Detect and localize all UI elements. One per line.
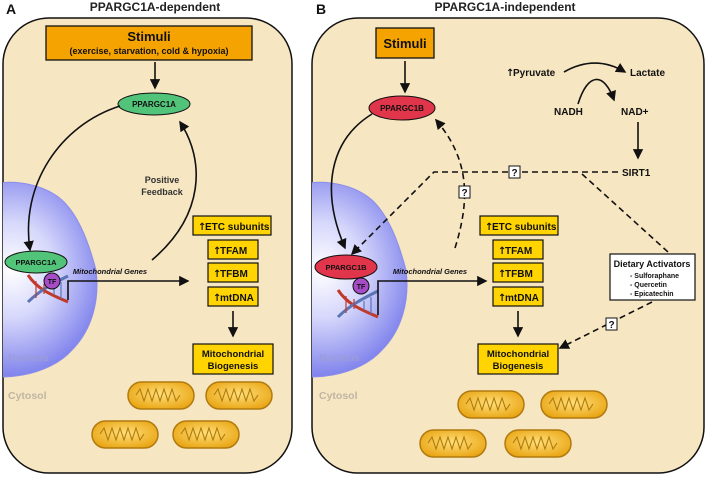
panel-b-pgc1b-nuclear-ellipse: [314, 254, 378, 280]
panel-b-genes-label: Mitochondrial Genes: [393, 267, 467, 276]
panel-b-target-tfbm: TFBM: [505, 269, 533, 280]
panel-a-feedback-arrow: [151, 120, 197, 261]
panel-b-nucleus: [312, 181, 408, 378]
panel-a-cytosol-label: Cytosol: [8, 390, 47, 402]
panel-a-target-mtdna: mtDNA: [220, 293, 254, 304]
panel-a-stimuli-title: Stimuli: [127, 29, 170, 44]
panel-b-biogenesis-box: [477, 343, 559, 375]
panel-b-question-icon-dietary: [605, 317, 618, 331]
panel-b-arrow-nadh-nad: [577, 78, 616, 105]
panel-a-stimuli-box: [45, 25, 253, 61]
panel-b-biogenesis-line2: Biogenesis: [493, 361, 544, 372]
panel-b-target-up-icon: ↑: [498, 246, 506, 257]
panel-b-biogenesis-line1: Mitochondrial: [487, 349, 549, 360]
panel-b-question-text-dietary: ?: [608, 320, 614, 331]
panel-b-question-icon-feedback: [458, 185, 471, 199]
panel-b-arrow-pgc-to-nucleus: [330, 113, 373, 250]
panel-a-tf-circle: [43, 272, 61, 290]
panel-b-stimuli-title: Stimuli: [383, 36, 426, 51]
panel-a-arrow-pgc-to-nucleus: [23, 105, 121, 252]
panel-a-pgc1a-nuclear-ellipse: [4, 250, 68, 274]
panel-b-dietary-item: - Sulforaphane: [630, 273, 679, 280]
panel-b-pyruvate-up-icon: ↑: [506, 68, 514, 79]
panel-a-target-etc: ETC subunits: [205, 222, 270, 233]
panel-b-mitochondrion-icon: [540, 390, 608, 419]
panel-b-target-tfam: TFAM: [505, 246, 532, 257]
panel-b-dietary-box: [609, 253, 696, 301]
panel-b-question-icon-sirt1: [508, 165, 521, 179]
panel-a-tf-label: TF: [48, 279, 57, 286]
panel-a-mitochondrion-icon: [205, 381, 273, 410]
panel-a-pgc1a-ellipse: [117, 92, 191, 116]
panel-a-target-box: [207, 286, 259, 307]
panel-b-target-box: [479, 215, 559, 236]
panel-b-mitochondrion-icon: [457, 390, 525, 419]
panel-a-target-tfam: TFAM: [220, 246, 247, 257]
panel-a-biogenesis-line1: Mitochondrial: [202, 349, 264, 360]
panel-b-nadh: NADH: [554, 107, 583, 118]
panel-b-target-box: [492, 286, 544, 307]
panel-b-question-text-sirt1: ?: [511, 168, 517, 179]
panel-b-dietary-item: - Quercetin: [630, 282, 667, 289]
panel-a-mitochondrion-icon: [91, 420, 159, 449]
panel-b-pgc1b-ellipse: [368, 95, 436, 121]
panel-a-target-box: [207, 262, 259, 283]
panel-a-target-box: [192, 215, 272, 236]
panel-b-pgc1b-nuclear-label: PPARGC1B: [325, 263, 367, 272]
panel-b-target-up-icon: ↑: [498, 293, 506, 304]
panel-b-mitochondrion-icon: [504, 429, 572, 458]
panel-b-letter: B: [316, 1, 326, 17]
panel-b-target-box: [492, 262, 544, 283]
panel-a-target-up-icon: ↑: [213, 293, 221, 304]
panel-a-feedback-line1: Positive: [145, 175, 180, 185]
panel-b-dashed-sirt1-to-nucleus: [350, 171, 618, 256]
panel-b-lactate: Lactate: [630, 68, 665, 79]
panel-a-nucleus-label: Nucleus: [8, 352, 49, 364]
panel-a-target-box: [207, 239, 259, 260]
panel-a-mitochondrion-icon: [172, 420, 240, 449]
panel-b-stimuli-box: [375, 27, 435, 59]
panel-b-arrow-pyruvate-lactate: [563, 62, 627, 73]
panel-b-target-up-icon: ↑: [498, 269, 506, 280]
panel-b-nad: NAD+: [621, 107, 649, 118]
panel-a-stimuli-subtitle: (exercise, starvation, cold & hypoxia): [69, 46, 228, 56]
panel-a-mitochondrion-icon: [127, 381, 195, 410]
panel-b-tf-circle: [352, 277, 370, 295]
panel-b-arrow-genes: [377, 275, 488, 315]
panel-b-pgc1b-label: PPARGC1B: [380, 104, 424, 113]
panel-b-sirt1: SIRT1: [622, 168, 651, 179]
panel-a-letter: A: [6, 1, 16, 17]
panel-b-target-box: [492, 239, 544, 260]
panel-a-arrow-genes: [67, 275, 190, 300]
panel-a-target-up-icon: ↑: [213, 269, 221, 280]
panel-a-nucleus: [3, 181, 98, 378]
panel-b-pyruvate: Pyruvate: [513, 68, 556, 79]
panel-b-question-text-feedback: ?: [461, 188, 467, 199]
panel-b-dietary-item: - Epicatechin: [630, 291, 674, 298]
panel-b-nucleus-label: Nucleus: [319, 352, 360, 364]
panel-a-genes-label: Mitochondrial Genes: [73, 267, 147, 276]
panel-b-tf-label: TF: [357, 284, 366, 291]
panel-b-title: PPARGC1A-independent: [434, 0, 575, 14]
panel-b-target-mtdna: mtDNA: [505, 293, 539, 304]
panel-b-dna-helix-icon: [336, 289, 379, 319]
panel-b-dietary-title: Dietary Activators: [614, 259, 691, 269]
panel-a-feedback-line2: Feedback: [141, 187, 184, 197]
panel-a-pgc1a-label: PPARGC1A: [132, 100, 176, 109]
panel-a-target-up-icon: ↑: [198, 222, 206, 233]
panel-a-title: PPARGC1A-dependent: [90, 0, 220, 14]
panel-b-mitochondrion-icon: [419, 429, 487, 458]
panel-a-biogenesis-box: [192, 343, 274, 375]
panel-a-biogenesis-line2: Biogenesis: [208, 361, 259, 372]
panel-a-target-tfbm: TFBM: [220, 269, 248, 280]
panel-b-cytosol-label: Cytosol: [319, 390, 358, 402]
panel-b-target-etc: ETC subunits: [492, 222, 557, 233]
panel-b-target-up-icon: ↑: [485, 222, 493, 233]
panel-a-pgc1a-nuclear-label: PPARGC1A: [15, 258, 57, 267]
panel-a-target-up-icon: ↑: [213, 246, 221, 257]
